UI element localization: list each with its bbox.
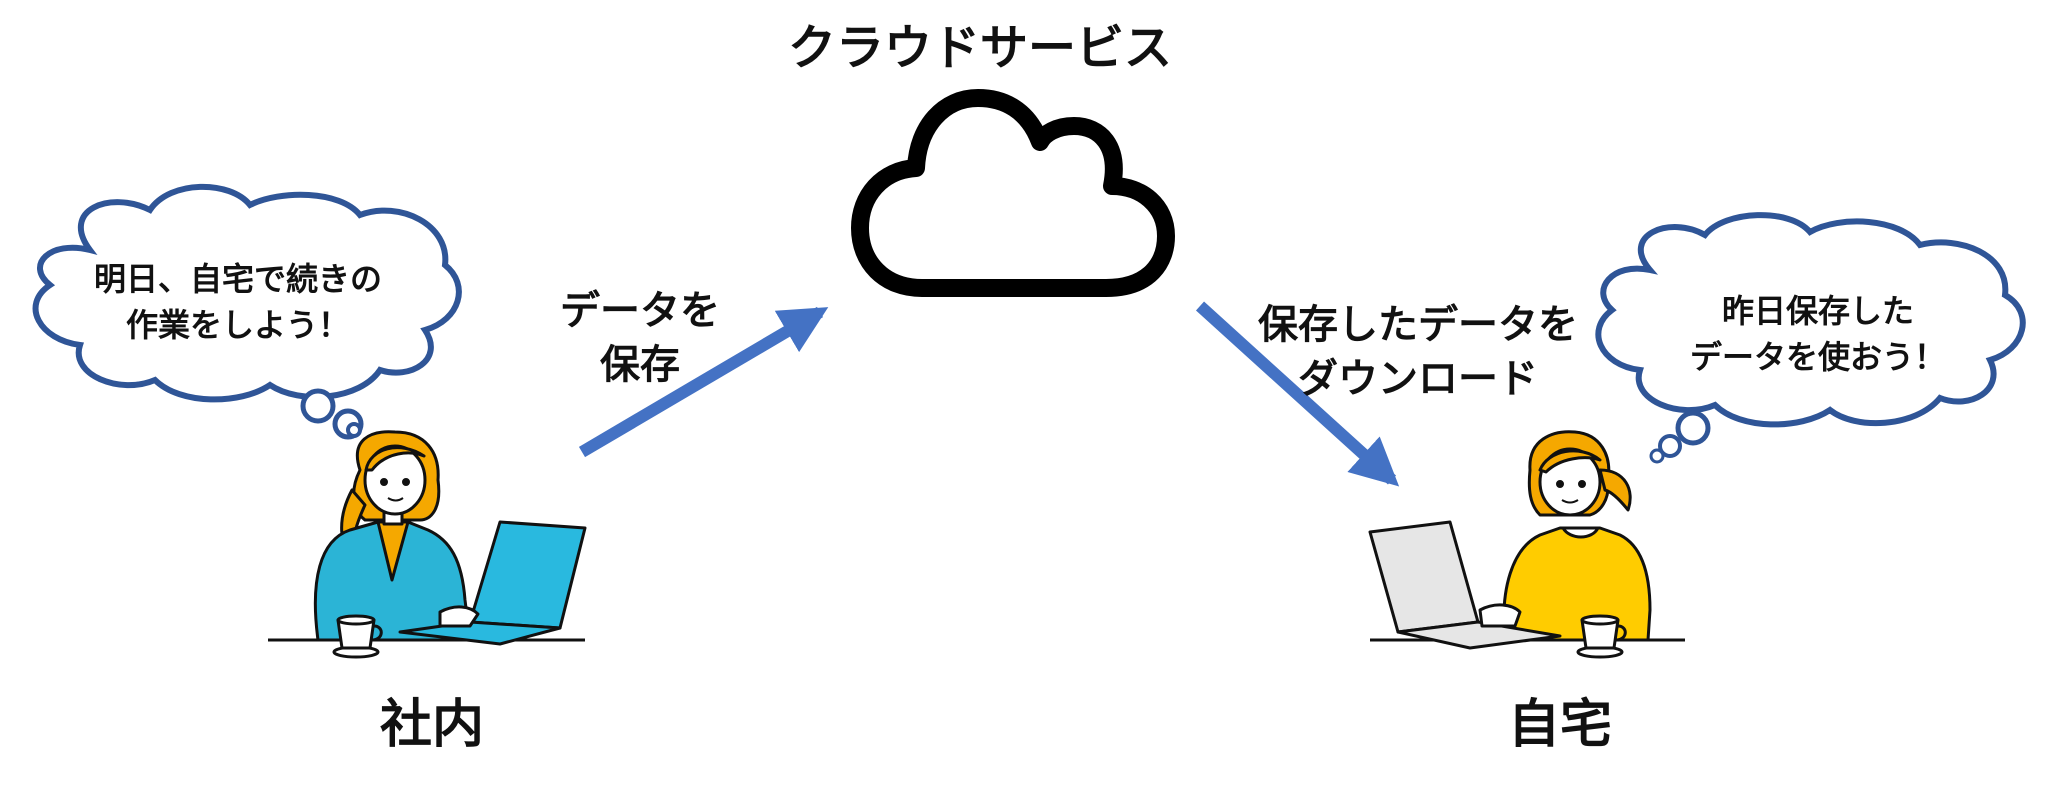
woman-home-laptop-illustration (1368, 430, 1685, 659)
woman-office-laptop-illustration (268, 430, 587, 659)
home-thought-line-1: 昨日保存した (1722, 292, 1914, 330)
office-place-label: 社内 (380, 695, 484, 755)
office-thought-line-2: 作業をしよう！ (126, 306, 350, 344)
home-thought-line-2: データを使おう！ (1690, 338, 1946, 376)
download-label-line-1: 保存したデータを (1258, 302, 1578, 348)
upload-label-line-2: 保存 (600, 342, 680, 388)
home-thought-bubble: 昨日保存した データを使おう！ (1595, 212, 2026, 464)
office-thought-bubble: 明日、自宅で続きの 作業をしよう！ (32, 183, 462, 440)
coffee-cup-icon (1576, 614, 1627, 659)
cloud-icon (851, 89, 1175, 297)
diagram-title: クラウドサービス (788, 20, 1172, 76)
home-place-label: 自宅 (1508, 695, 1612, 755)
coffee-cup-icon (332, 614, 383, 659)
download-arrow (1195, 301, 1400, 487)
upload-arrow (578, 306, 829, 458)
download-label-line-2: ダウンロード (1298, 356, 1538, 402)
upload-label-line-1: データを (560, 288, 720, 334)
office-thought-line-1: 明日、自宅で続きの (94, 260, 382, 298)
